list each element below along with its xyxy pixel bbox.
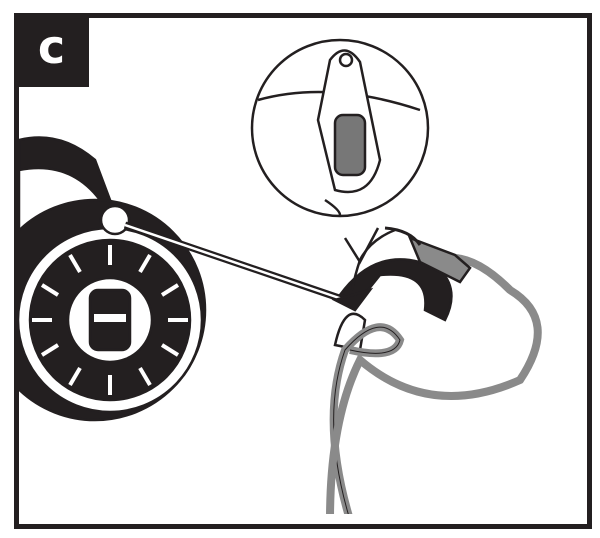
rotate-arrow-icon bbox=[331, 258, 453, 322]
hose-reel-unit bbox=[19, 136, 347, 422]
hose-hook-callout bbox=[250, 38, 430, 265]
step-badge: c bbox=[14, 13, 89, 87]
step-label: c bbox=[37, 20, 66, 74]
hose bbox=[326, 226, 542, 514]
